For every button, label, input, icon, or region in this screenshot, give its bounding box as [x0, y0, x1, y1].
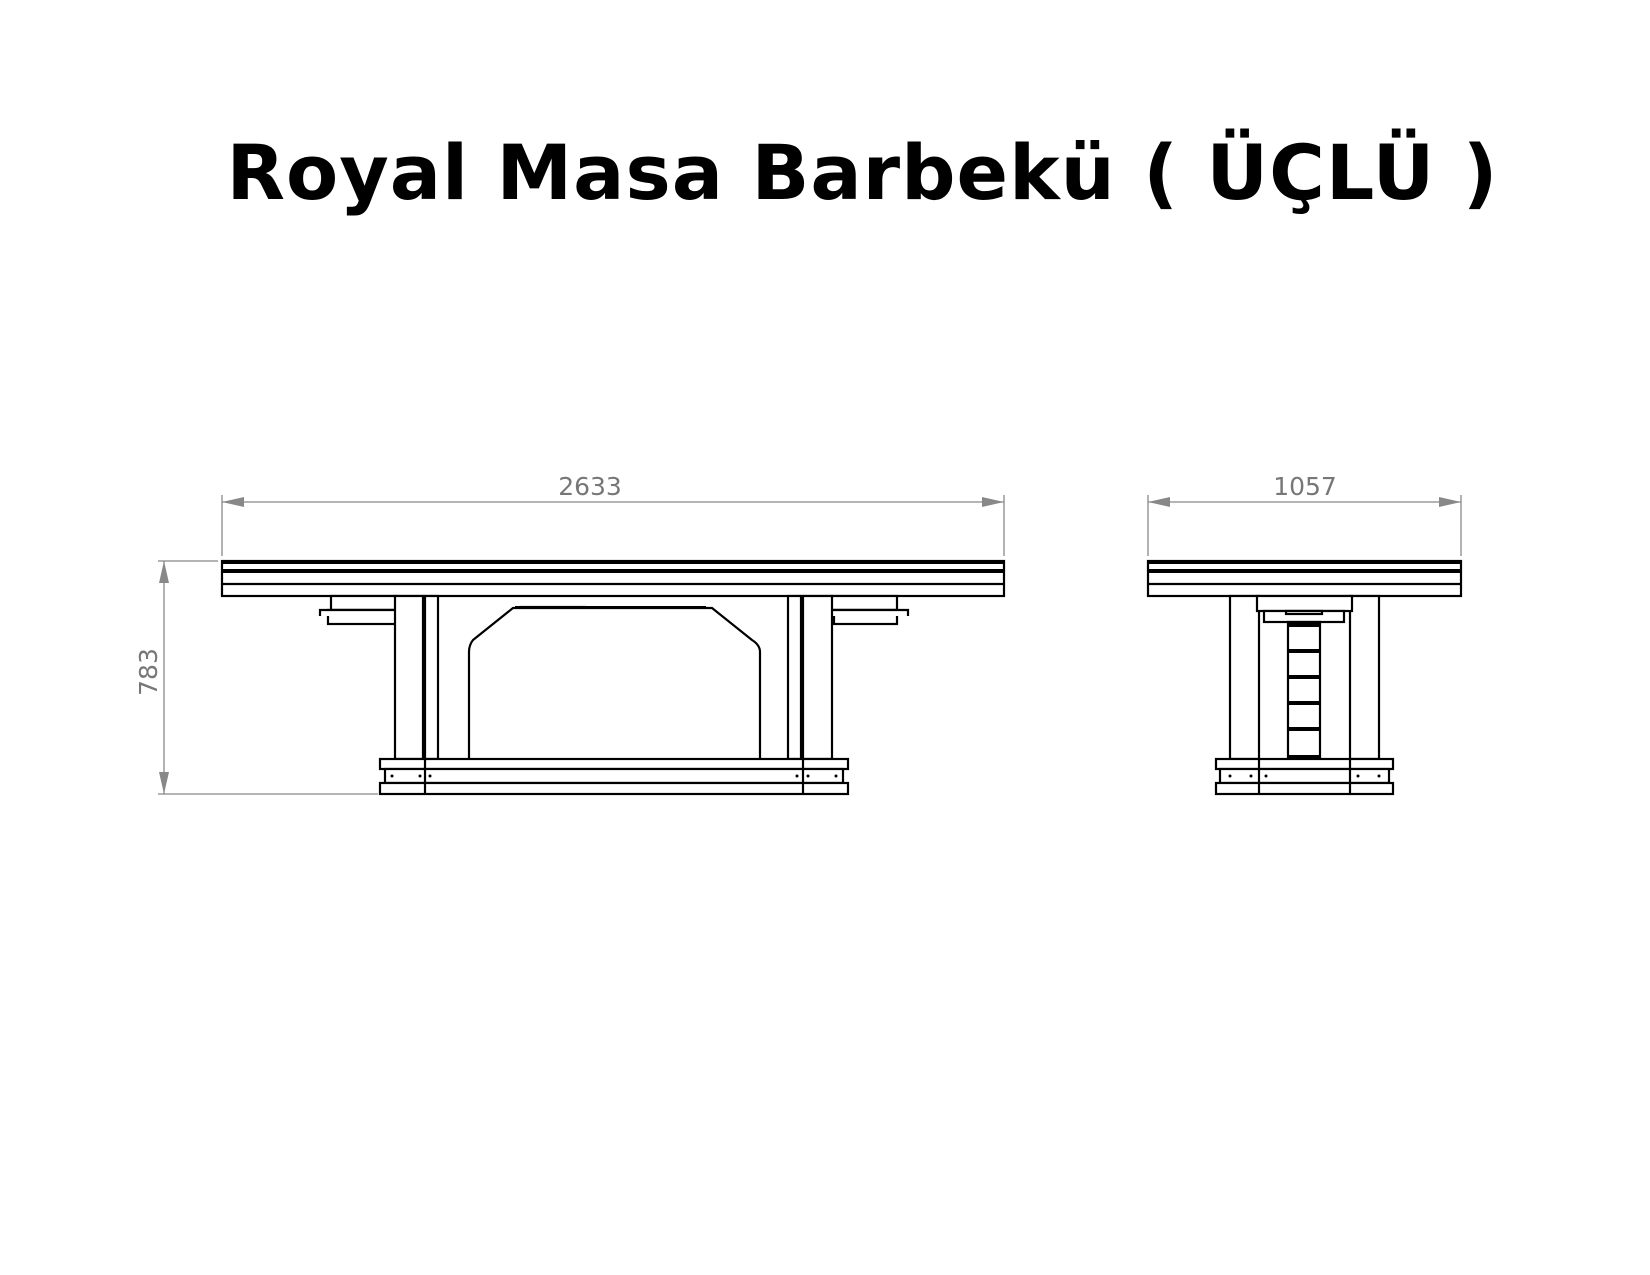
center-arch — [467, 606, 762, 759]
length-label: 2633 — [558, 472, 622, 501]
height-dimension: 783 — [134, 560, 378, 795]
side-table-top — [1146, 559, 1463, 598]
side-legs — [1228, 594, 1381, 761]
side-drawer — [1255, 594, 1354, 624]
front-view: 2633 783 — [134, 472, 1006, 796]
table-top — [220, 559, 1006, 598]
drawer-left — [318, 594, 404, 626]
width-label: 1057 — [1273, 472, 1337, 501]
side-view: 1057 — [1146, 472, 1463, 796]
drawing-title: Royal Masa Barbekü ( ÜÇLÜ ) — [226, 128, 1499, 217]
base — [378, 757, 850, 796]
center-column — [1286, 620, 1322, 761]
height-label: 783 — [134, 648, 163, 696]
side-base — [1214, 757, 1395, 796]
width-dimension: 1057 — [1147, 472, 1462, 556]
length-dimension: 2633 — [221, 472, 1005, 556]
drawer-right — [824, 594, 910, 626]
legs — [393, 594, 834, 761]
